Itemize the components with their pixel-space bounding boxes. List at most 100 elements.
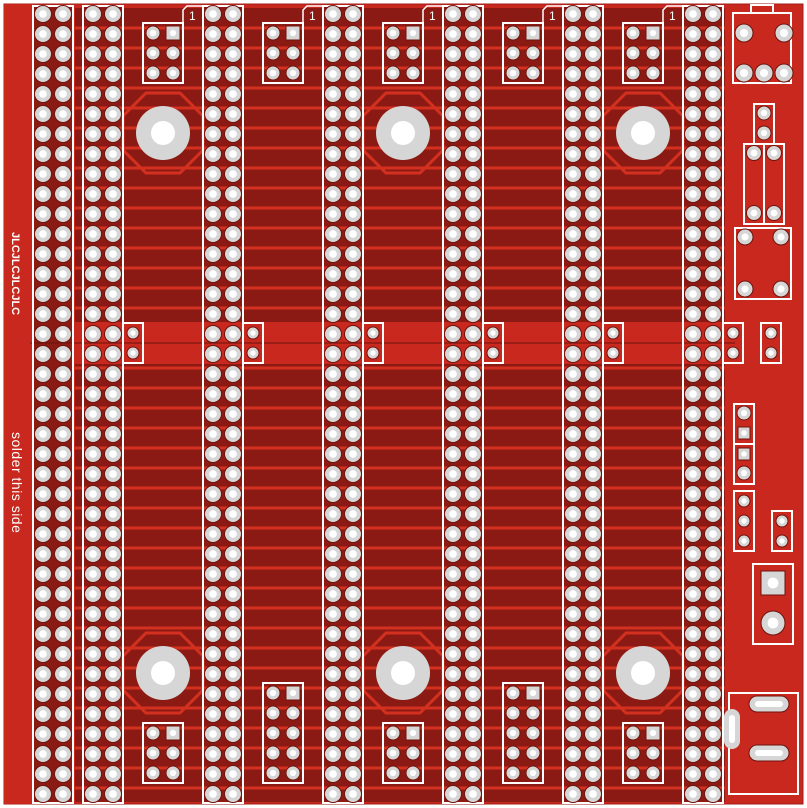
drill-hole xyxy=(529,49,537,57)
drill-hole xyxy=(709,250,717,258)
drill-hole xyxy=(409,49,417,57)
drill-hole xyxy=(689,570,697,578)
drill-hole xyxy=(689,430,697,438)
drill-hole xyxy=(89,10,97,18)
drill-hole xyxy=(349,490,357,498)
strip-pour xyxy=(203,6,243,803)
drill-hole xyxy=(39,210,47,218)
drill-hole xyxy=(529,69,537,77)
drill-hole xyxy=(229,410,237,418)
drill-hole xyxy=(709,530,717,538)
drill-hole xyxy=(629,769,637,777)
drill-hole xyxy=(209,770,217,778)
drill-hole xyxy=(39,490,47,498)
drill-hole xyxy=(89,630,97,638)
drill-hole xyxy=(289,729,297,737)
drill-hole xyxy=(89,230,97,238)
drill-hole xyxy=(449,510,457,518)
drill-hole xyxy=(589,50,597,58)
drill-hole xyxy=(269,709,277,717)
strip-pour xyxy=(443,6,483,803)
drill-hole xyxy=(209,230,217,238)
drill-hole xyxy=(89,650,97,658)
drill-hole xyxy=(209,470,217,478)
drill-hole xyxy=(589,590,597,598)
trace xyxy=(75,506,725,510)
drill-hole xyxy=(349,510,357,518)
drill-hole xyxy=(149,749,157,757)
drill-hole xyxy=(229,690,237,698)
drill-hole xyxy=(349,590,357,598)
drill-hole xyxy=(529,29,537,37)
drill-hole xyxy=(569,130,577,138)
drill-hole xyxy=(569,250,577,258)
drill-hole xyxy=(760,129,768,137)
drill-hole xyxy=(39,90,47,98)
drill-hole xyxy=(289,69,297,77)
drill-hole xyxy=(329,370,337,378)
drill-hole xyxy=(39,790,47,798)
drill-hole xyxy=(589,610,597,618)
drill-hole xyxy=(409,29,417,37)
drill-hole xyxy=(329,790,337,798)
jumper-outline xyxy=(242,322,264,364)
drill-hole xyxy=(449,370,457,378)
drill-hole xyxy=(409,69,417,77)
drill-hole xyxy=(569,290,577,298)
drill-hole xyxy=(589,670,597,678)
drill-hole xyxy=(389,749,397,757)
drill-hole xyxy=(209,610,217,618)
switch-lever xyxy=(750,4,774,14)
drill-hole xyxy=(449,710,457,718)
dc-jack-slot xyxy=(729,715,735,743)
drill-hole xyxy=(209,30,217,38)
drill-hole xyxy=(569,770,577,778)
drill-hole xyxy=(509,29,517,37)
drill-hole xyxy=(109,730,117,738)
drill-hole xyxy=(709,710,717,718)
trace xyxy=(75,446,725,450)
drill-hole xyxy=(329,450,337,458)
drill-hole xyxy=(329,390,337,398)
drill-hole xyxy=(349,290,357,298)
drill-hole xyxy=(229,230,237,238)
mounting-hole-drill xyxy=(151,121,175,145)
header-strip-outline xyxy=(562,5,604,804)
drill-hole xyxy=(589,210,597,218)
drill-hole xyxy=(569,690,577,698)
drill-hole xyxy=(449,70,457,78)
drill-hole xyxy=(109,150,117,158)
drill-hole xyxy=(569,650,577,658)
pin1-label: 1 xyxy=(429,9,436,23)
drill-hole xyxy=(59,770,67,778)
drill-hole xyxy=(349,630,357,638)
jumper-outline xyxy=(362,322,384,364)
drill-hole xyxy=(289,49,297,57)
drill-hole xyxy=(569,450,577,458)
drill-hole xyxy=(589,230,597,238)
drill-hole xyxy=(449,690,457,698)
drill-hole xyxy=(469,390,477,398)
drill-hole xyxy=(39,130,47,138)
trace xyxy=(75,526,725,530)
vendor-text: JLCJLCJLCJLC xyxy=(9,232,21,315)
drill-hole xyxy=(89,450,97,458)
drill-hole xyxy=(589,10,597,18)
drill-hole xyxy=(370,330,376,336)
drill-hole xyxy=(709,30,717,38)
drill-hole xyxy=(349,550,357,558)
drill-hole xyxy=(569,70,577,78)
drill-hole xyxy=(109,350,117,358)
drill-hole xyxy=(89,610,97,618)
drill-hole xyxy=(229,610,237,618)
drill-hole xyxy=(770,209,778,217)
drill-hole xyxy=(89,310,97,318)
drill-hole xyxy=(229,570,237,578)
drill-hole xyxy=(59,510,67,518)
drill-hole xyxy=(569,270,577,278)
drill-hole xyxy=(469,710,477,718)
drill-hole xyxy=(689,790,697,798)
drill-hole xyxy=(469,530,477,538)
drill-hole xyxy=(59,570,67,578)
drill-hole xyxy=(229,50,237,58)
